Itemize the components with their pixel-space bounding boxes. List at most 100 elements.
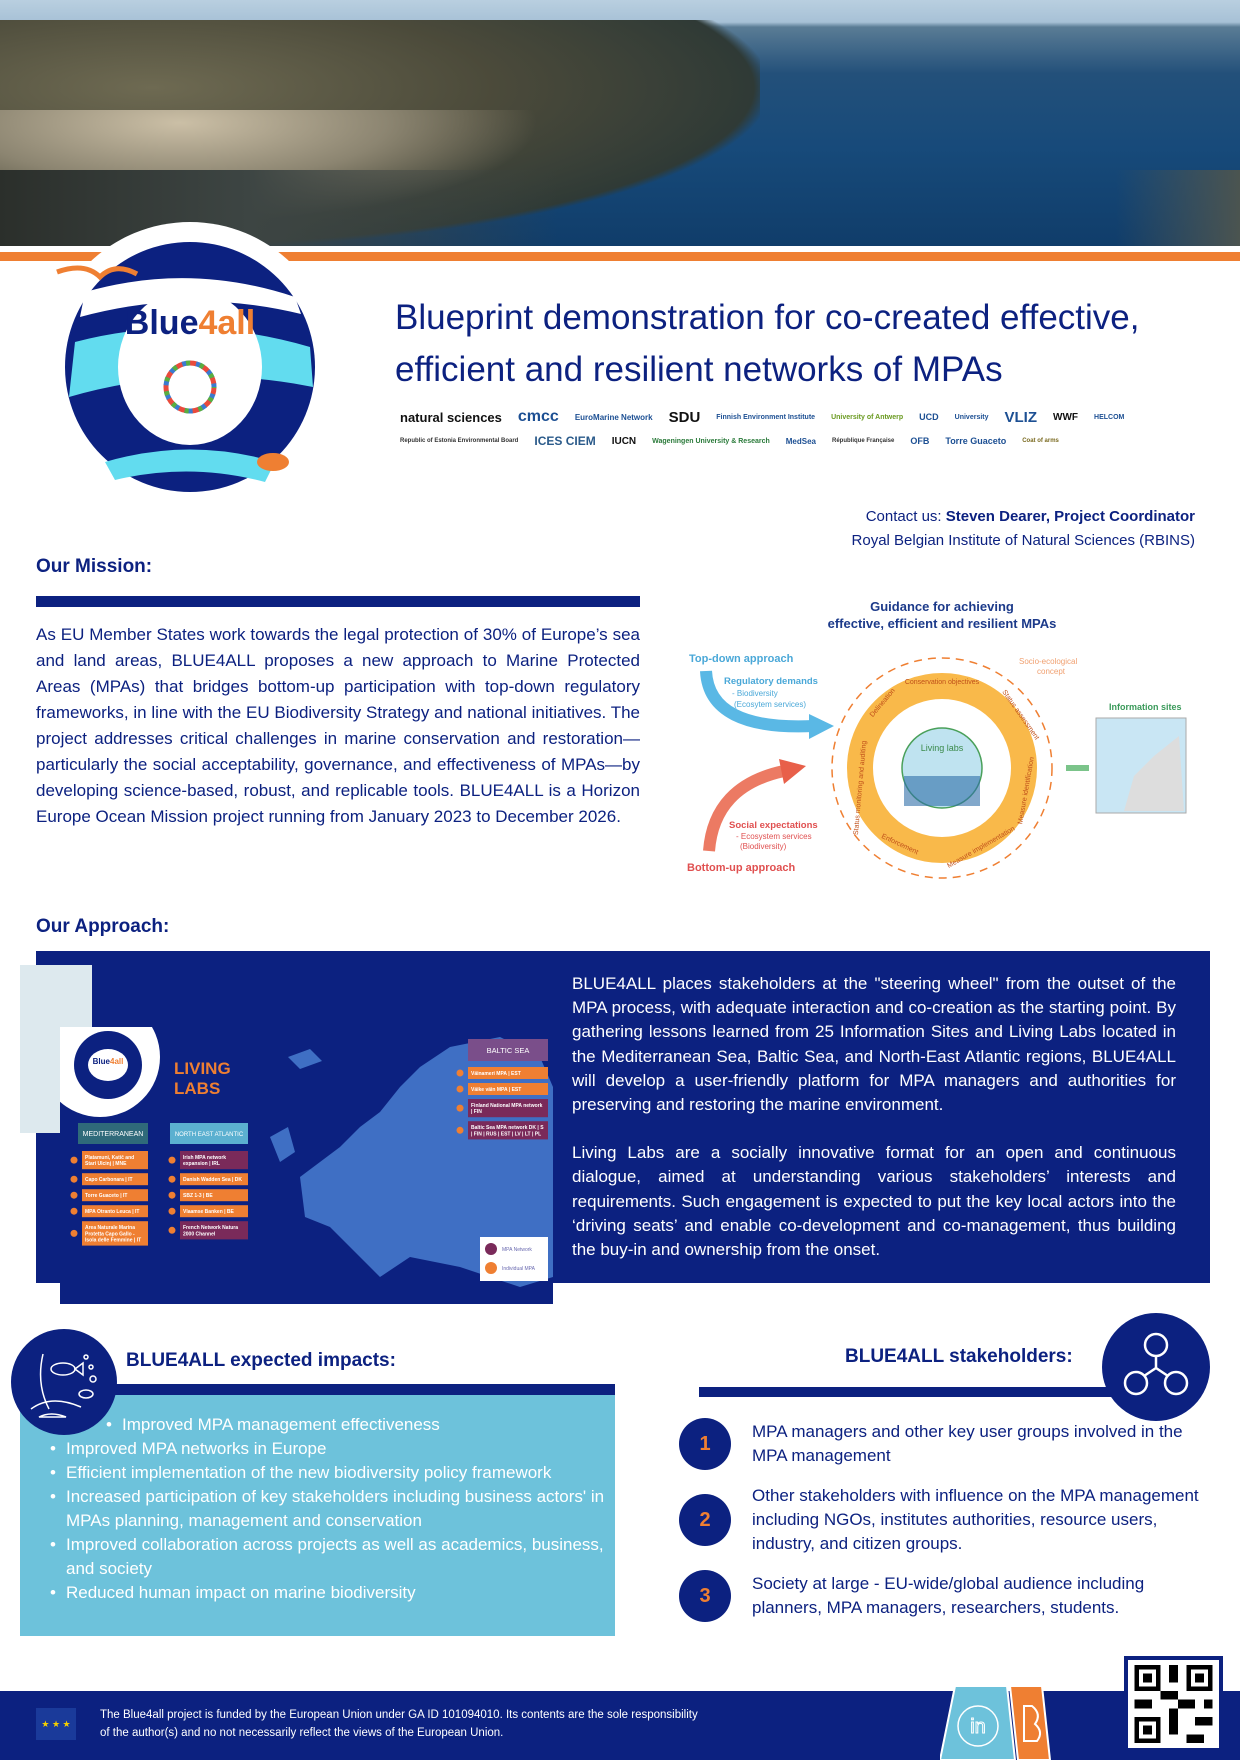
living-labs-title: LIVING [174, 1059, 231, 1078]
map-pin-icon [456, 1104, 464, 1112]
mission-heading: Our Mission: [36, 556, 153, 577]
impact-item: Improved MPA networks in Europe [50, 1437, 610, 1461]
impacts-heading: BLUE4ALL expected impacts: [126, 1350, 396, 1371]
map-pin-icon [456, 1085, 464, 1093]
approach-paragraph: BLUE4ALL places stakeholders at the "ste… [572, 974, 1176, 1115]
legend-mpa-network: MPA Network [502, 1247, 532, 1253]
info-sites-label: Information sites [1109, 702, 1182, 712]
map-pin-icon [70, 1191, 78, 1199]
map-pin-icon [456, 1126, 464, 1134]
contact-institution: Royal Belgian Institute of Natural Scien… [851, 532, 1195, 549]
contact-label: Contact us: [865, 508, 946, 525]
living-lab-site: Torre Guaceto | IT [85, 1193, 127, 1199]
living-lab-site: Capo Carbonara | IT [85, 1177, 133, 1183]
stakeholder-number: 2 [679, 1494, 731, 1546]
approach-text: BLUE4ALL places stakeholders at the "ste… [572, 972, 1176, 1262]
cycle-step: Conservation objectives [905, 679, 980, 686]
map-pin-icon [168, 1207, 176, 1215]
stakeholders-bar [699, 1387, 1122, 1397]
map-pin-icon [70, 1207, 78, 1215]
living-lab-site: Platamuni, Katič and Stari Ulcinj | MNE [85, 1155, 136, 1167]
orange-divider [0, 252, 1240, 261]
partner-logo: University [954, 413, 989, 421]
stakeholder-item: 1 MPA managers and other key user groups… [679, 1418, 1209, 1470]
partner-logos: natural sciences cmcc EuroMarine Network… [400, 408, 1200, 448]
living-lab-site-box [82, 1205, 148, 1218]
map-pin-icon [168, 1191, 176, 1199]
partner-logo: VLIZ [1004, 408, 1038, 426]
partner-logo: UCD [919, 412, 939, 422]
partner-logo: OFB [910, 436, 930, 446]
living-lab-site-box [468, 1099, 548, 1118]
map-pin-icon [456, 1069, 464, 1077]
bottom-up-arrow [703, 765, 786, 852]
legend-individual-mpa: Individual MPA [502, 1266, 536, 1272]
living-lab-site-box [468, 1067, 548, 1079]
map-pin-icon [168, 1175, 176, 1183]
blue4all-logo: Blue4all [45, 222, 335, 512]
living-lab-site-box [82, 1173, 148, 1186]
partner-logo: République Française [832, 438, 895, 444]
top-down-label: Top-down approach [689, 653, 794, 665]
living-lab-site: SBZ 1-3 | BE [183, 1193, 213, 1199]
mission-text: As EU Member States work towards the leg… [36, 625, 640, 826]
partner-logo: MedSea [785, 436, 816, 446]
bottom-up-label: Bottom-up approach [687, 862, 795, 874]
stakeholder-number: 1 [679, 1418, 731, 1470]
linkedin-icon: in [970, 1716, 986, 1738]
stakeholder-text: Society at large - EU-wide/global audien… [752, 1574, 1145, 1617]
mission-bar [36, 596, 640, 607]
contact-name[interactable]: Steven Dearer, Project Coordinator [945, 508, 1195, 525]
map-pin-icon [70, 1175, 78, 1183]
living-lab-site-box [180, 1221, 248, 1240]
partner-logo: Wageningen University & Research [652, 437, 770, 445]
concept-label: concept [1037, 667, 1066, 676]
blue4all-website-button[interactable] [1008, 1686, 1052, 1760]
people-network-icon [1102, 1313, 1210, 1421]
impact-item: Improved MPA management effectiveness [106, 1413, 610, 1437]
social-sub: - Ecosystem services [736, 832, 812, 841]
partner-logo: University of Antwerp [831, 413, 904, 421]
contact-info: Contact us: Steven Dearer, Project Coord… [852, 505, 1195, 553]
diagram-title-1: Guidance for achieving [870, 599, 1014, 614]
svg-text:Blue4all: Blue4all [93, 1057, 124, 1066]
baltic-header: BALTIC SEA [487, 1046, 530, 1055]
stakeholder-item: 3 Society at large - EU-wide/global audi… [679, 1570, 1209, 1622]
partner-logo: ICES CIEM [534, 434, 596, 448]
partner-logo: Coat of arms [1022, 438, 1059, 444]
eu-flag-icon: ★ ★ ★ [36, 1708, 76, 1740]
stakeholder-number: 3 [679, 1570, 731, 1622]
stakeholder-text: MPA managers and other key user groups i… [752, 1422, 1183, 1465]
living-labs-map: Blue4all LIVING LABS MEDITERRANEAN NORTH… [60, 1027, 553, 1304]
map-pin-icon [168, 1226, 176, 1234]
marine-life-icon [11, 1329, 117, 1435]
partner-logo: natural sciences [400, 409, 502, 425]
approach-heading: Our Approach: [36, 916, 170, 937]
partner-logo: WWF [1053, 411, 1079, 423]
living-lab-site-box [82, 1189, 148, 1202]
impact-item: Reduced human impact on marine biodivers… [50, 1581, 610, 1605]
living-lab-site-box [180, 1205, 248, 1218]
north-east-atlantic-header: NORTH EAST ATLANTIC [175, 1132, 244, 1138]
living-lab-site-box [82, 1221, 148, 1246]
partner-logo: Torre Guaceto [945, 436, 1007, 446]
hero-coastline-photo [0, 0, 1240, 246]
living-lab-site: French Network Natura 2000 Channel [183, 1225, 239, 1237]
living-lab-site-box [82, 1151, 148, 1170]
living-lab-site: Finland National MPA network | FIN [471, 1103, 544, 1115]
linkedin-button[interactable] [940, 1686, 1017, 1760]
impact-item: Improved collaboration across projects a… [50, 1533, 610, 1581]
living-lab-site: Danish Wadden Sea | DK [183, 1177, 242, 1183]
page-title: Blueprint demonstration for co-created e… [395, 298, 1140, 389]
map-pin-icon [70, 1156, 78, 1164]
living-lab-site-box [180, 1151, 248, 1170]
stakeholders-list: 1 MPA managers and other key user groups… [679, 1418, 1209, 1622]
qr-code[interactable] [1124, 1656, 1223, 1752]
approach-paragraph: Living Labs are a socially innovative fo… [572, 1143, 1176, 1260]
funding-disclaimer: The Blue4all project is funded by the Eu… [100, 1709, 698, 1739]
top-down-arrow [700, 670, 815, 733]
living-labs-title: LABS [174, 1079, 220, 1098]
regulatory-sub: (Ecosytem services) [734, 700, 806, 709]
living-lab-site: Baltic Sea MPA network DK | S | FIN | RU… [471, 1125, 545, 1137]
socio-label: Socio-ecological [1019, 657, 1077, 666]
